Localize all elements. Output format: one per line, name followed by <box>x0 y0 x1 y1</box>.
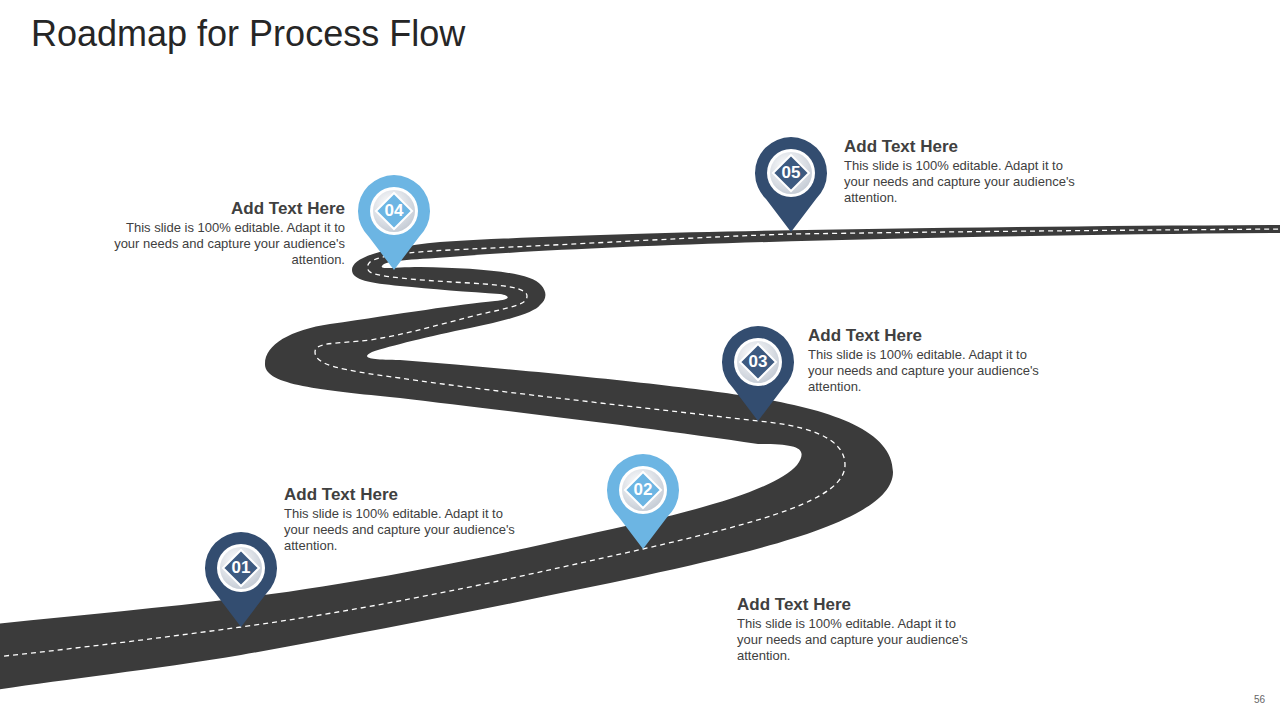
pin-marker <box>721 325 795 421</box>
map-pin: 05Add Text HereThis slide is 100% editab… <box>754 136 828 232</box>
step-description: This slide is 100% editable. Adapt it to… <box>808 347 1040 395</box>
map-pin: 02Add Text HereThis slide is 100% editab… <box>606 453 680 549</box>
pin-shape <box>722 326 794 421</box>
step-description: This slide is 100% editable. Adapt it to… <box>737 616 969 664</box>
step-heading: Add Text Here <box>844 137 1076 157</box>
pin-marker <box>357 174 431 270</box>
map-pin: 04Add Text HereThis slide is 100% editab… <box>357 174 431 270</box>
pin-shape <box>358 175 430 270</box>
step-heading: Add Text Here <box>737 595 969 615</box>
map-pin: 01Add Text HereThis slide is 100% editab… <box>204 531 278 627</box>
map-pin: 03Add Text HereThis slide is 100% editab… <box>721 325 795 421</box>
step-description: This slide is 100% editable. Adapt it to… <box>113 220 345 268</box>
pin-marker <box>754 136 828 232</box>
road-centerline <box>0 229 1280 657</box>
slide-title: Roadmap for Process Flow <box>31 14 465 54</box>
pin-marker <box>204 531 278 627</box>
pin-shape <box>205 532 277 627</box>
step-number: 01 <box>204 558 278 578</box>
page-number: 56 <box>1235 694 1265 706</box>
step-number: 04 <box>357 201 431 221</box>
pin-shape <box>607 454 679 549</box>
step-heading: Add Text Here <box>113 199 345 219</box>
step-heading: Add Text Here <box>808 326 1040 346</box>
step-number: 05 <box>754 163 828 183</box>
pin-marker <box>606 453 680 549</box>
step-number: 03 <box>721 352 795 372</box>
step-description: This slide is 100% editable. Adapt it to… <box>844 158 1076 206</box>
step-heading: Add Text Here <box>284 485 516 505</box>
road <box>0 225 1280 690</box>
step-description: This slide is 100% editable. Adapt it to… <box>284 506 516 554</box>
pin-shape <box>755 137 827 232</box>
step-number: 02 <box>606 480 680 500</box>
